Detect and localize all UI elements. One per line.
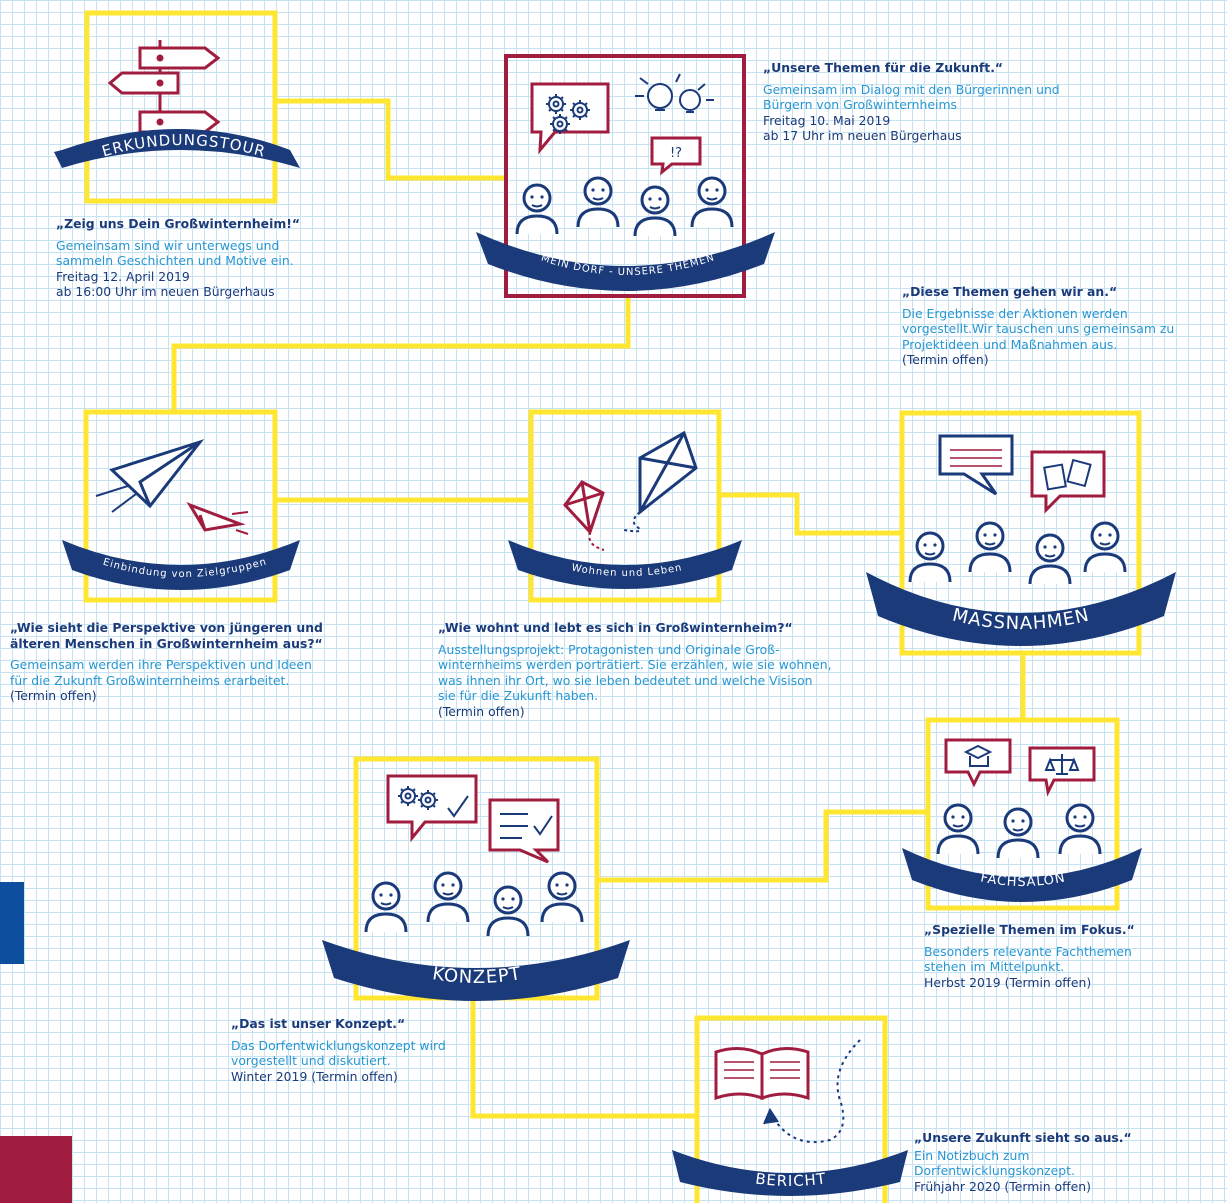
group-checklist-icon: [364, 774, 584, 938]
ribbon-label-fachsalon: FACHSALON: [979, 870, 1066, 890]
frame-zielgruppen: [83, 409, 278, 603]
ribbon-label-konzept: KONZEPT: [431, 963, 522, 988]
svg-text:BERICHT: BERICHT: [754, 1169, 827, 1190]
text-bericht: „Unsere Zukunft sieht so aus.“ Ein Notiz…: [914, 1130, 1144, 1194]
meta-bericht-0: Frühjahr 2020 (Termin offen): [914, 1178, 1091, 1194]
kite-icon: [563, 430, 698, 551]
connector-1-2: [275, 98, 505, 181]
connector-6-7: [598, 809, 928, 883]
ribbon-konzept: KONZEPT: [322, 940, 630, 1001]
heading-fachsalon: „Spezielle Themen im Fokus.“: [924, 922, 1135, 937]
description-konzept: Das Dorfentwicklungskonzept wird vorgest…: [231, 1037, 446, 1069]
meta-erkundungstour-0: Freitag 12. April 2019: [56, 268, 190, 284]
svg-text:FACHSALON: FACHSALON: [979, 870, 1067, 890]
frame-massnahmen: [899, 410, 1142, 656]
ribbon-label-bericht: BERICHT: [754, 1169, 826, 1190]
ribbon-mein-dorf: MEIN DORF - UNSERE THEMEN: [476, 232, 775, 291]
meta-zielgruppen-0: (Termin offen): [10, 688, 97, 703]
heading-zielgruppen: „Wie sieht die Perspektive von jüngeren …: [10, 620, 323, 651]
description-wohnen: Ausstellungsprojekt: Protagonisten und O…: [438, 641, 832, 704]
connector-lines: [171, 98, 1026, 1119]
connector-2-3: [171, 297, 631, 412]
heading-massnahmen: „Diese Themen gehen wir an.“: [902, 284, 1118, 299]
svg-text:!?: !?: [670, 146, 682, 161]
ribbon-erkundungstour: ERKUNDUNGSTOUR: [54, 129, 300, 168]
text-konzept: „Das ist unser Konzept.“ Das Dorfentwick…: [231, 1016, 451, 1084]
frame-wohnen: [528, 409, 722, 603]
text-wohnen: „Wie wohnt und lebt es sich in Großwinte…: [438, 620, 833, 719]
ribbon-wohnen: Wohnen und Leben: [508, 540, 742, 589]
heading-erkundungstour: „Zeig uns Dein Großwinternheim!“: [56, 216, 301, 231]
blue-edge-marker: [0, 882, 24, 964]
heading-mein-dorf: „Unsere Themen für die Zukunft.“: [763, 60, 1004, 75]
meta-konzept-0: Winter 2019 (Termin offen): [231, 1068, 398, 1084]
heading-bericht: „Unsere Zukunft sieht so aus.“: [914, 1130, 1132, 1145]
heading-konzept: „Das ist unser Konzept.“: [231, 1016, 406, 1031]
meta-mein-dorf-0: Freitag 10. Mai 2019: [763, 112, 891, 128]
text-mein-dorf: „Unsere Themen für die Zukunft.“ Gemeins…: [763, 60, 1083, 144]
description-bericht: Ein Notizbuch zum Dorfentwicklungskonzep…: [914, 1147, 1075, 1179]
text-zielgruppen: „Wie sieht die Perspektive von jüngeren …: [10, 620, 350, 704]
open-book-icon: [714, 1039, 861, 1144]
text-erkundungstour: „Zeig uns Dein Großwinternheim!“ Gemeins…: [56, 216, 326, 300]
text-fachsalon: „Spezielle Themen im Fokus.“ Besonders r…: [924, 922, 1164, 990]
meta-massnahmen-0: (Termin offen): [902, 352, 989, 367]
red-edge-marker: [0, 1136, 72, 1203]
frame-bericht: [694, 1015, 888, 1203]
meta-wohnen-0: (Termin offen): [438, 703, 525, 719]
description-zielgruppen: Gemeinsam werden ihre Perspektiven und I…: [10, 657, 312, 688]
description-erkundungstour: Gemeinsam sind wir unterwegs und sammeln…: [56, 237, 294, 269]
group-documents-icon: [908, 434, 1127, 586]
connector-7-8: [470, 997, 697, 1119]
meta-erkundungstour-1: ab 16:00 Uhr im neuen Bürgerhaus: [56, 284, 275, 299]
signpost-icon: [107, 40, 221, 150]
ribbon-bericht: BERICHT: [672, 1150, 908, 1196]
paper-plane-icon: [95, 439, 249, 535]
text-massnahmen: „Diese Themen gehen wir an.“ Die Ergebni…: [902, 284, 1220, 368]
description-massnahmen: Die Ergebnisse der Aktionen werden vorge…: [902, 305, 1175, 352]
frame-mein-dorf: [504, 54, 746, 298]
ribbon-massnahmen: MASSNAHMEN: [866, 572, 1176, 646]
svg-text:KONZEPT: KONZEPT: [431, 963, 523, 988]
ribbon-fachsalon: FACHSALON: [902, 848, 1142, 902]
group-discussion-icon: !?: [515, 73, 734, 238]
meta-mein-dorf-1: ab 17 Uhr im neuen Bürgerhaus: [763, 128, 962, 143]
ribbon-zielgruppen: Einbindung von Zielgruppen: [62, 540, 300, 590]
meta-fachsalon-0: Herbst 2019 (Termin offen): [924, 974, 1092, 990]
heading-wohnen: „Wie wohnt und lebt es sich in Großwinte…: [438, 620, 793, 635]
frame-fachsalon: [925, 717, 1120, 911]
description-fachsalon: Besonders relevante Fachthemen stehen im…: [924, 943, 1132, 975]
frame-erkundungstour: [84, 10, 278, 204]
experts-icon: [936, 738, 1102, 860]
description-mein-dorf: Gemeinsam im Dialog mit den Bürgerinnen …: [763, 81, 1060, 113]
connector-4-5: [720, 492, 902, 536]
